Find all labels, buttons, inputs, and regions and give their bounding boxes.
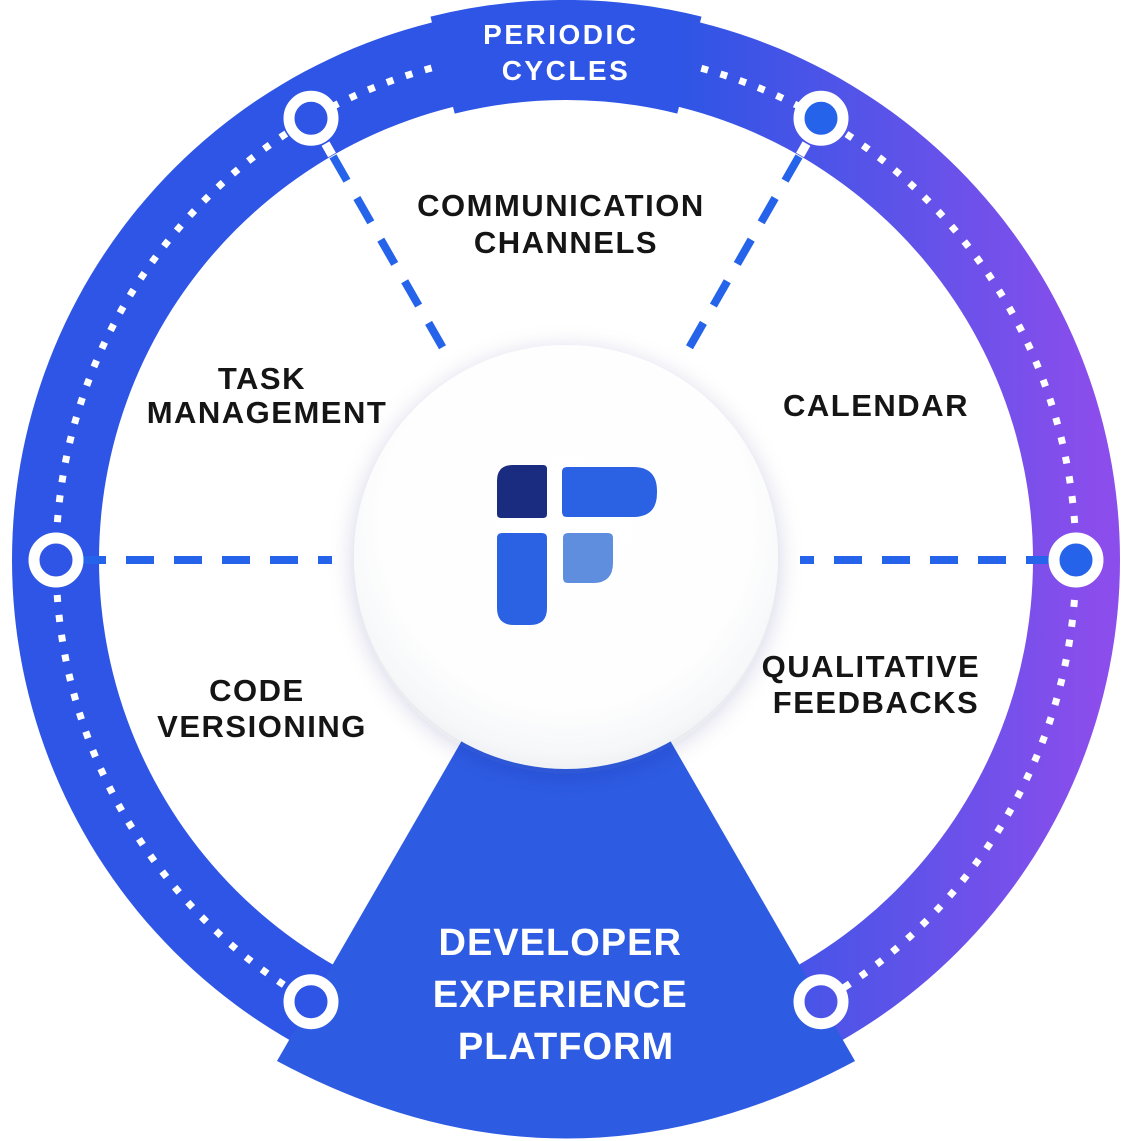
section-label-qualitative-feedbacks: QUALITATIVE FEEDBACKS [762, 649, 991, 720]
section-label-code-versioning: CODE VERSIONING [157, 673, 367, 744]
ring-node-left [28, 532, 84, 588]
logo-block-stem [497, 533, 547, 625]
section-label-calendar: CALENDAR [783, 388, 969, 423]
tick-upper-left [321, 141, 336, 158]
separator-line-upper-right [681, 154, 803, 357]
ring-node-right [1048, 532, 1104, 588]
ring-title-patch [430, 0, 702, 114]
flow-f-logo-icon [497, 465, 657, 625]
logo-block-top-bar [562, 467, 657, 517]
ring-node-lower-right [793, 974, 849, 1030]
ring-title-periodic-cycles: PERIODIC CYCLES [483, 19, 649, 86]
platform-wedge [277, 560, 855, 1139]
logo-block-light [563, 533, 613, 583]
section-label-task-management: TASK MANAGEMENT [147, 361, 388, 430]
wedge-label-developer-experience-platform: DEVELOPER EXPERIENCE PLATFORM [433, 922, 700, 1068]
tick-upper-right [796, 141, 811, 158]
ring-node-upper-right [793, 90, 849, 146]
ring-node-upper-left [283, 90, 339, 146]
ring-node-lower-left [283, 974, 339, 1030]
logo-block-navy [497, 465, 547, 518]
section-label-communication-channels: COMMUNICATION CHANNELS [417, 188, 715, 260]
separator-line-upper-left [329, 154, 451, 357]
